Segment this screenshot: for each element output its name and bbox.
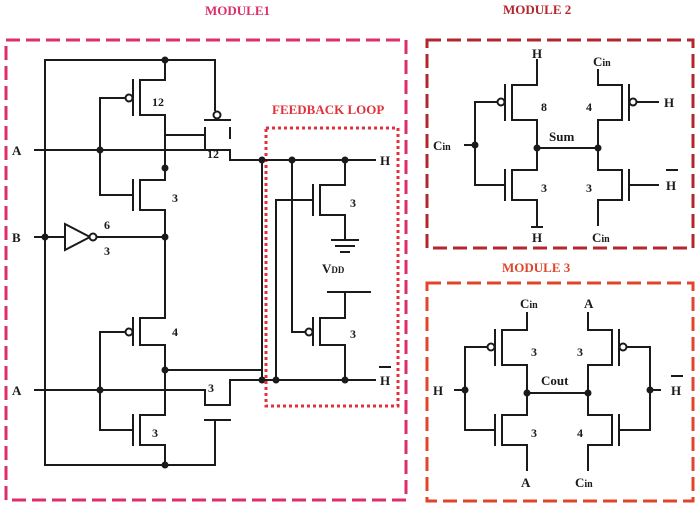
m2-cin-bottom: Cin — [592, 230, 610, 245]
m2-cin-top: Cin — [593, 54, 611, 69]
module1-box — [4, 38, 408, 502]
module2-title: MODULE 2 — [503, 2, 571, 17]
m3-cin-top: Cin — [520, 296, 538, 311]
m2-h-right: H — [664, 95, 674, 110]
m1-size-p-low: 4 — [172, 325, 178, 339]
feedback-loop-box — [264, 126, 400, 408]
fb-vdd-label: VDD — [322, 261, 345, 276]
m2-size-n-left: 3 — [541, 181, 547, 195]
module3-title: MODULE 3 — [502, 260, 571, 275]
fb-out-h: H — [380, 153, 390, 168]
fb-out-hbar: H — [380, 373, 390, 388]
m3-size-n-right: 4 — [577, 426, 583, 440]
feedback-circuit — [261, 156, 391, 384]
fb-size-lower: 3 — [350, 327, 356, 341]
m1-size-n-mid: 3 — [172, 191, 178, 205]
m1-size-inv-p: 6 — [104, 218, 110, 232]
module3-box — [425, 281, 695, 503]
m1-size-inv-n: 3 — [104, 244, 110, 258]
m3-h-left: H — [433, 383, 443, 398]
module1-title: MODULE1 — [205, 3, 270, 18]
m3-a-top: A — [584, 296, 594, 311]
m1-input-a-bottom: A — [12, 383, 22, 398]
m1-input-b: B — [12, 230, 21, 245]
m3-a-bottom: A — [521, 475, 531, 490]
m2-size-n-right: 3 — [586, 181, 592, 195]
m1-size-n-pass: 3 — [208, 381, 214, 395]
m2-hbar-bottom: H — [532, 230, 542, 245]
module2-circuit — [464, 59, 678, 228]
m2-cin-left: Cin — [433, 138, 451, 153]
m3-hbar-right: H — [671, 383, 681, 398]
module3-circuit — [454, 312, 683, 471]
module1-circuit — [34, 56, 266, 469]
m3-cout-label: Cout — [541, 373, 569, 388]
m2-size-p-left: 8 — [541, 100, 547, 114]
m1-size-n-bottom: 3 — [152, 426, 158, 440]
m1-size-p-top: 12 — [152, 95, 164, 109]
m3-size-p-left: 3 — [531, 345, 537, 359]
m1-input-a-top: A — [12, 143, 22, 158]
module2-box — [425, 38, 695, 250]
m1-size-p-pass: 12 — [207, 147, 219, 161]
m2-sum-label: Sum — [549, 129, 574, 144]
m2-h-top: H — [532, 46, 542, 61]
m2-hbar-right: H — [666, 178, 676, 193]
fb-size-upper: 3 — [350, 196, 356, 210]
m3-cin-bottom: Cin — [575, 475, 593, 490]
m2-size-p-right: 4 — [586, 100, 592, 114]
m3-size-n-left: 3 — [531, 426, 537, 440]
feedback-loop-title: FEEDBACK LOOP — [272, 102, 384, 117]
m3-size-p-right: 3 — [577, 345, 583, 359]
